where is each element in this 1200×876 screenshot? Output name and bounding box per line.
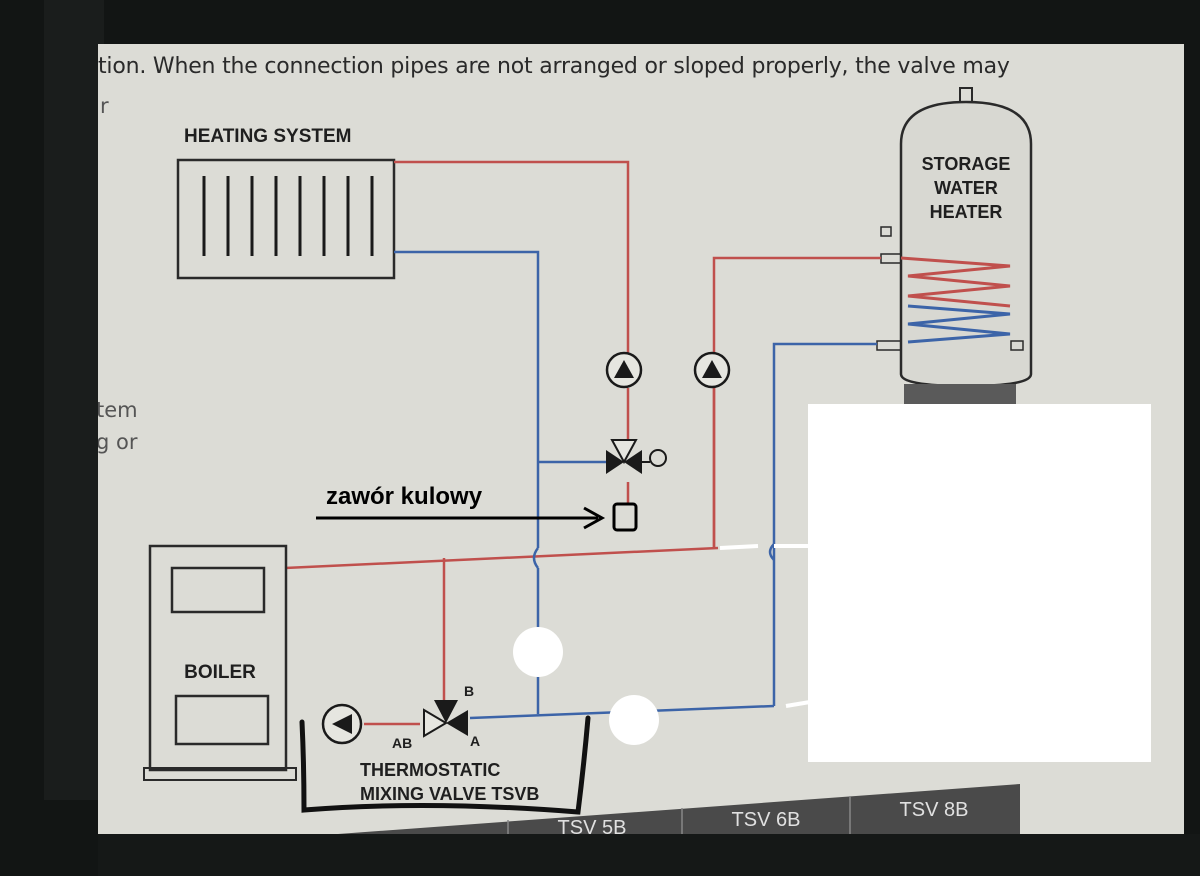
photo-border-bottom [98, 834, 1200, 876]
three-way-valve-icon [606, 439, 667, 474]
storage-water-heater [876, 87, 1033, 406]
radiator [176, 158, 396, 280]
ball-valve-annotation: zawór kulowy [326, 483, 483, 510]
boiler [143, 544, 297, 781]
pump-icon [605, 351, 643, 389]
photo-border-left [44, 0, 104, 800]
model-table-header: TSV 5B TSV 6B TSV 8B [338, 784, 1020, 834]
valve-label-line1: THERMOSTATIC [360, 760, 500, 780]
heating-schematic: HEATING SYSTEM STORAGE WATER HEATER [143, 87, 1033, 834]
port-b-label: B [464, 683, 474, 699]
pump-icon [321, 703, 363, 745]
mixing-valve-icon [423, 700, 468, 738]
manual-header-text: tion. When the connection pipes are not … [98, 54, 1010, 79]
table-header-cell: TSV 8B [900, 799, 969, 821]
storage-label-line3: HEATER [930, 202, 1003, 222]
redaction-dot [609, 695, 659, 745]
hot-pipes [284, 160, 881, 726]
margin-fragment: r [100, 94, 109, 118]
table-header-cell: TSV 5B [558, 817, 627, 834]
redaction-dot [513, 627, 563, 677]
port-ab-label: AB [392, 735, 412, 751]
margin-fragment: g or [98, 430, 138, 454]
boiler-label: BOILER [184, 662, 256, 683]
table-header-cell: TSV 6B [732, 809, 801, 831]
ball-valve-marker [612, 502, 638, 532]
cold-pipes [394, 250, 877, 720]
storage-label-line1: STORAGE [922, 154, 1011, 174]
redaction-box [808, 404, 1151, 762]
pump-icon [693, 351, 731, 389]
storage-label-line2: WATER [934, 178, 998, 198]
redaction-mark [785, 700, 811, 708]
hand-drawn-bracket [299, 715, 591, 815]
photographed-manual-page: tion. When the connection pipes are not … [98, 44, 1184, 834]
margin-fragment: tem [98, 398, 138, 422]
heating-system-label: HEATING SYSTEM [184, 126, 352, 147]
port-a-label: A [470, 733, 480, 749]
redaction-mark [719, 544, 759, 550]
valve-label-line2: MIXING VALVE TSVB [360, 784, 539, 804]
